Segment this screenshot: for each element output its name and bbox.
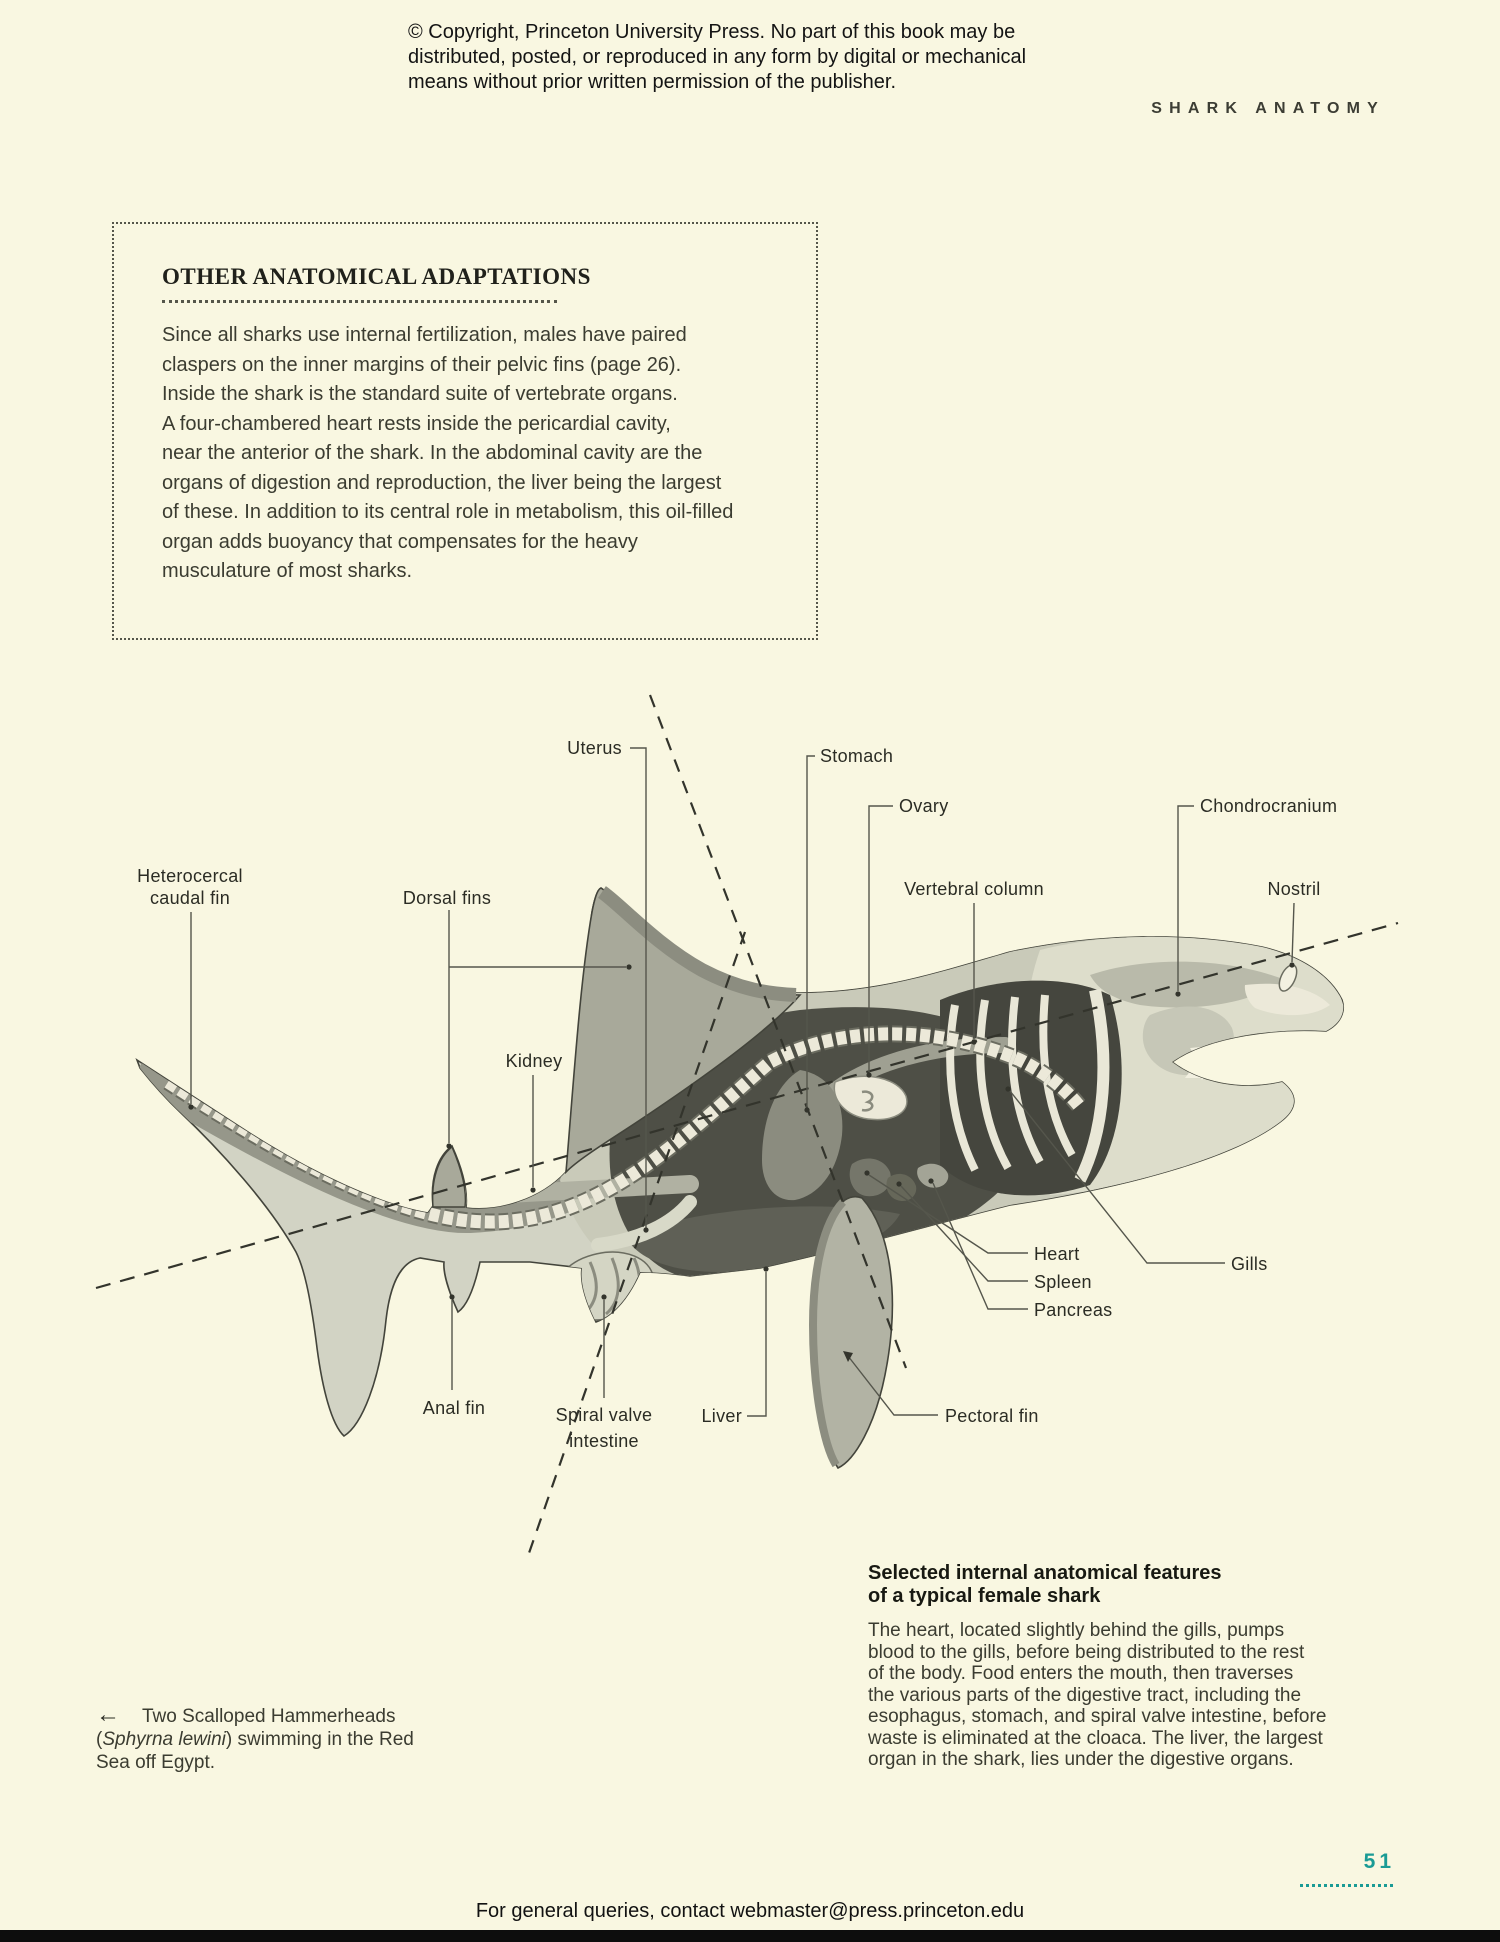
info-box-line: near the anterior of the shark. In the a…	[162, 442, 703, 464]
gill-arches	[946, 988, 1110, 1183]
feature-note-title-line1: Selected internal anatomical features	[868, 1562, 1222, 1584]
gill-chamber	[940, 980, 1122, 1196]
copyright-line: means without prior written permission o…	[408, 71, 897, 93]
left-arrow-icon: ←	[96, 1701, 120, 1728]
label-dorsal-fins: Dorsal fins	[403, 888, 491, 908]
copyright-notice: © Copyright, Princeton University Press.…	[408, 20, 1088, 95]
section-lines	[95, 694, 1399, 1557]
label-spleen: Spleen	[1034, 1272, 1092, 1292]
label-heterocercal-caudal-fin-line1: Heterocercal	[137, 866, 243, 886]
info-box-line: claspers on the inner margins of their p…	[162, 353, 682, 376]
info-box-line: organ adds buoyancy that compensates for…	[162, 530, 638, 553]
label-chondrocranium: Chondrocranium	[1200, 796, 1337, 816]
info-box-title: OTHER ANATOMICAL ADAPTATIONS	[162, 264, 591, 289]
stomach-organ	[762, 1070, 843, 1201]
label-heterocercal-caudal-fin-line2: caudal fin	[150, 888, 230, 908]
footer-contact: For general queries, contact webmaster@p…	[475, 1900, 1025, 1922]
label-pectoral-fin: Pectoral fin	[945, 1406, 1039, 1426]
species-name: Sphyrna lewini	[102, 1729, 226, 1750]
page-number: 51	[1363, 1850, 1395, 1873]
label-liver: Liver	[701, 1406, 742, 1426]
bottom-edge-bar	[0, 1930, 1500, 1942]
label-heart: Heart	[1034, 1244, 1080, 1264]
page-number-dotted-rule	[1300, 1884, 1393, 1887]
transverse-dashed-line-1	[648, 694, 908, 1369]
transverse-dashed-line-2	[526, 931, 747, 1557]
ovary-organ	[833, 1075, 908, 1121]
label-stomach: Stomach	[820, 746, 893, 766]
feature-note: Selected internal anatomical features of…	[868, 1562, 1328, 1771]
first-dorsal-fin-edge	[597, 886, 797, 1002]
running-head: SHARK ANATOMY	[1151, 100, 1385, 117]
copyright-line: © Copyright, Princeton University Press.…	[408, 21, 1016, 43]
caption-line1: Two Scalloped Hammerheads	[142, 1706, 396, 1727]
dotted-rule	[162, 300, 557, 303]
lower-teeth	[1185, 1066, 1270, 1080]
feature-note-body: The heart, located slightly behind the g…	[868, 1620, 1327, 1770]
ovary-detail	[861, 1090, 874, 1112]
second-dorsal-fin	[431, 1145, 467, 1208]
label-vertebral-column: Vertebral column	[904, 879, 1044, 899]
info-box-line: musculature of most sharks.	[162, 560, 413, 582]
vertebral-column-bone	[164, 1027, 1086, 1229]
info-box-body: Since all sharks use internal fertilizat…	[162, 321, 768, 587]
caption-line3: Sea off Egypt.	[96, 1752, 216, 1773]
label-gills: Gills	[1231, 1254, 1268, 1274]
info-box-line: A four-chambered heart rests inside the …	[162, 412, 671, 435]
pancreas-organ	[917, 1163, 949, 1188]
copyright-line: distributed, posted, or reproduced in an…	[408, 46, 1027, 68]
label-ovary: Ovary	[899, 796, 949, 816]
leader-dots	[188, 962, 1295, 1362]
info-box: OTHER ANATOMICAL ADAPTATIONS Since all s…	[112, 222, 818, 640]
label-pancreas: Pancreas	[1034, 1300, 1112, 1320]
leader-lines	[190, 747, 1295, 1417]
long-axis-dashed-line	[95, 921, 1399, 1290]
caption-line2: (Sphyrna lewini) swimming in the Red	[96, 1729, 414, 1750]
label-kidney: Kidney	[506, 1051, 563, 1071]
heart-organ	[849, 1158, 891, 1197]
info-box-line: Since all sharks use internal fertilizat…	[162, 324, 687, 346]
pectoral-arrowhead	[843, 1351, 853, 1362]
info-box-line: Inside the shark is the standard suite o…	[162, 383, 678, 405]
label-uterus: Uterus	[567, 738, 622, 758]
photo-caption: ← Two Scalloped Hammerheads (Sphyrna lewi…	[96, 1703, 426, 1774]
feature-note-title-line2: of a typical female shark	[868, 1585, 1101, 1607]
info-box-line: organs of digestion and reproduction, th…	[162, 471, 722, 494]
label-spiral-valve-line2: intestine	[569, 1431, 639, 1451]
info-box-line: of these. In addition to its central rol…	[162, 501, 734, 523]
pectoral-fin-edge	[808, 1199, 847, 1468]
label-anal-fin: Anal fin	[423, 1398, 485, 1418]
label-spiral-valve-line1: Spiral valve	[556, 1405, 653, 1425]
rostrum-cartilage	[1244, 983, 1330, 1016]
label-nostril: Nostril	[1267, 879, 1320, 899]
uterus-organ	[591, 1195, 697, 1252]
